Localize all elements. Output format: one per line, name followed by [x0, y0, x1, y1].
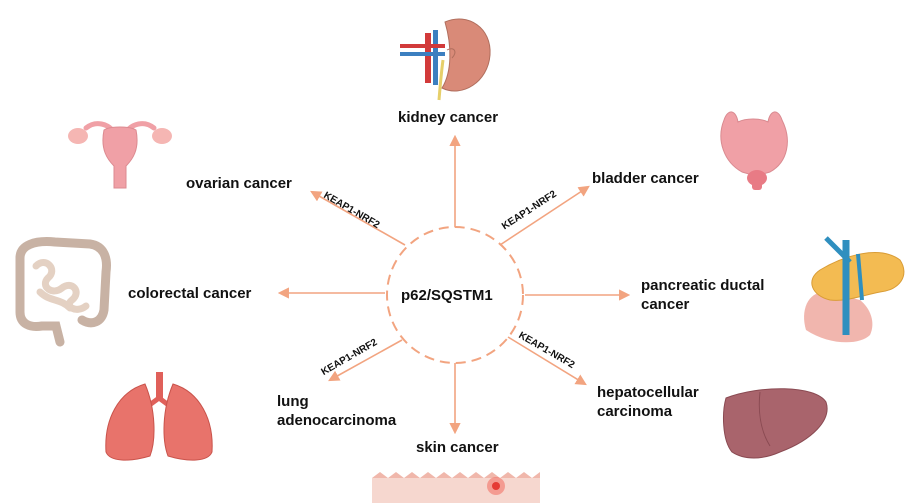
kidney-icon [400, 19, 490, 100]
label-kidney-cancer: kidney cancer [398, 108, 498, 127]
center-label: p62/SQSTM1 [401, 286, 493, 305]
label-lung-line2: adenocarcinoma [277, 411, 396, 430]
pancreas-icon [804, 238, 904, 342]
liver-icon [724, 389, 828, 458]
skin-icon [372, 472, 540, 503]
label-lung-line1: lung [277, 392, 309, 411]
intestine-icon [20, 242, 106, 342]
label-skin-cancer: skin cancer [416, 438, 499, 457]
uterus-ovaries-icon [68, 124, 172, 188]
label-hepatocellular-line2: carcinoma [597, 402, 672, 421]
label-pancreatic-line1: pancreatic ductal [641, 276, 764, 295]
label-pancreatic-line2: cancer [641, 295, 689, 314]
label-hepatocellular-line1: hepatocellular [597, 383, 699, 402]
lungs-icon [106, 372, 212, 460]
label-ovarian-cancer: ovarian cancer [186, 174, 292, 193]
label-bladder-cancer: bladder cancer [592, 169, 699, 188]
bladder-icon [721, 112, 787, 190]
label-colorectal-cancer: colorectal cancer [128, 284, 251, 303]
